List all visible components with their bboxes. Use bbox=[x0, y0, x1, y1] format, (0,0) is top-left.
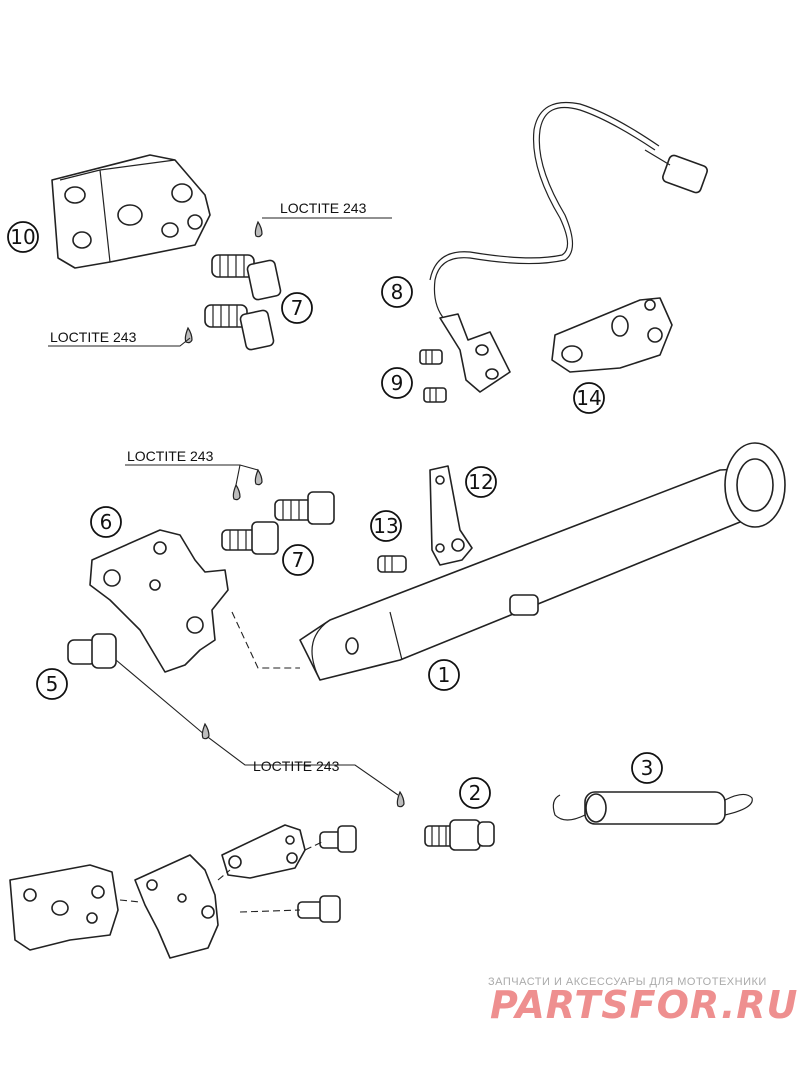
svg-text:3: 3 bbox=[641, 756, 654, 780]
side-stand-1-icon bbox=[299, 442, 786, 681]
svg-text:14: 14 bbox=[576, 386, 601, 410]
svg-text:12: 12 bbox=[468, 470, 493, 494]
svg-text:13: 13 bbox=[373, 514, 398, 538]
plate-12-icon bbox=[429, 465, 473, 566]
screw-13-icon bbox=[377, 555, 407, 573]
svg-text:7: 7 bbox=[291, 296, 304, 320]
loctite-label: LOCTITE 243 bbox=[50, 329, 137, 345]
loctite-label: LOCTITE 243 bbox=[280, 200, 367, 216]
callout-1: 1 bbox=[428, 659, 460, 691]
callout-6: 6 bbox=[90, 506, 122, 538]
callout-8: 8 bbox=[381, 276, 413, 308]
loctite-drop-icon bbox=[184, 326, 193, 344]
callout-12: 12 bbox=[465, 466, 497, 498]
callout-3: 3 bbox=[631, 752, 663, 784]
assembly-overview-icon bbox=[9, 824, 357, 959]
callout-10: 10 bbox=[7, 221, 39, 253]
loctite-drop-icon bbox=[201, 722, 210, 740]
bolt-7-icon bbox=[204, 254, 282, 351]
callout-7: 7 bbox=[282, 544, 314, 576]
sensor-cable-8-icon bbox=[429, 101, 708, 393]
pin-5-icon bbox=[67, 633, 117, 669]
svg-text:5: 5 bbox=[46, 672, 59, 696]
spring-3-icon bbox=[552, 791, 753, 825]
svg-text:6: 6 bbox=[100, 510, 113, 534]
watermark-tagline: ЗАПЧАСТИ И АКСЕССУАРЫ ДЛЯ МОТОТЕХНИКИ bbox=[488, 976, 767, 988]
watermark: ЗАПЧАСТИ И АКСЕССУАРЫ ДЛЯ МОТОТЕХНИКИ PA… bbox=[488, 976, 798, 1027]
callout-9: 9 bbox=[381, 367, 413, 399]
loctite-label: LOCTITE 243 bbox=[127, 448, 214, 464]
svg-text:1: 1 bbox=[438, 663, 451, 687]
bracket-10-icon bbox=[51, 154, 211, 269]
bracket-6-icon bbox=[89, 529, 229, 673]
loctite-drop-icon bbox=[232, 483, 241, 501]
callout-7: 7 bbox=[281, 292, 313, 324]
loctite-drop-icon bbox=[254, 468, 263, 486]
svg-text:9: 9 bbox=[391, 371, 404, 395]
svg-text:7: 7 bbox=[292, 548, 305, 572]
callout-14: 14 bbox=[573, 382, 605, 414]
loctite-label: LOCTITE 243 bbox=[253, 758, 340, 774]
screw-9-icon bbox=[419, 349, 447, 403]
loctite-drop-icon bbox=[396, 790, 405, 808]
svg-text:10: 10 bbox=[10, 225, 35, 249]
callout-2: 2 bbox=[459, 777, 491, 809]
plate-14-icon bbox=[551, 297, 673, 373]
loctite-drop-icon bbox=[254, 220, 263, 238]
bolt-7-icon bbox=[221, 491, 335, 555]
callout-5: 5 bbox=[36, 668, 68, 700]
svg-text:8: 8 bbox=[391, 280, 404, 304]
bolt-2-icon bbox=[424, 819, 495, 851]
svg-text:2: 2 bbox=[469, 781, 482, 805]
callout-13: 13 bbox=[370, 510, 402, 542]
watermark-brand: PARTSFOR.RU bbox=[490, 983, 798, 1027]
